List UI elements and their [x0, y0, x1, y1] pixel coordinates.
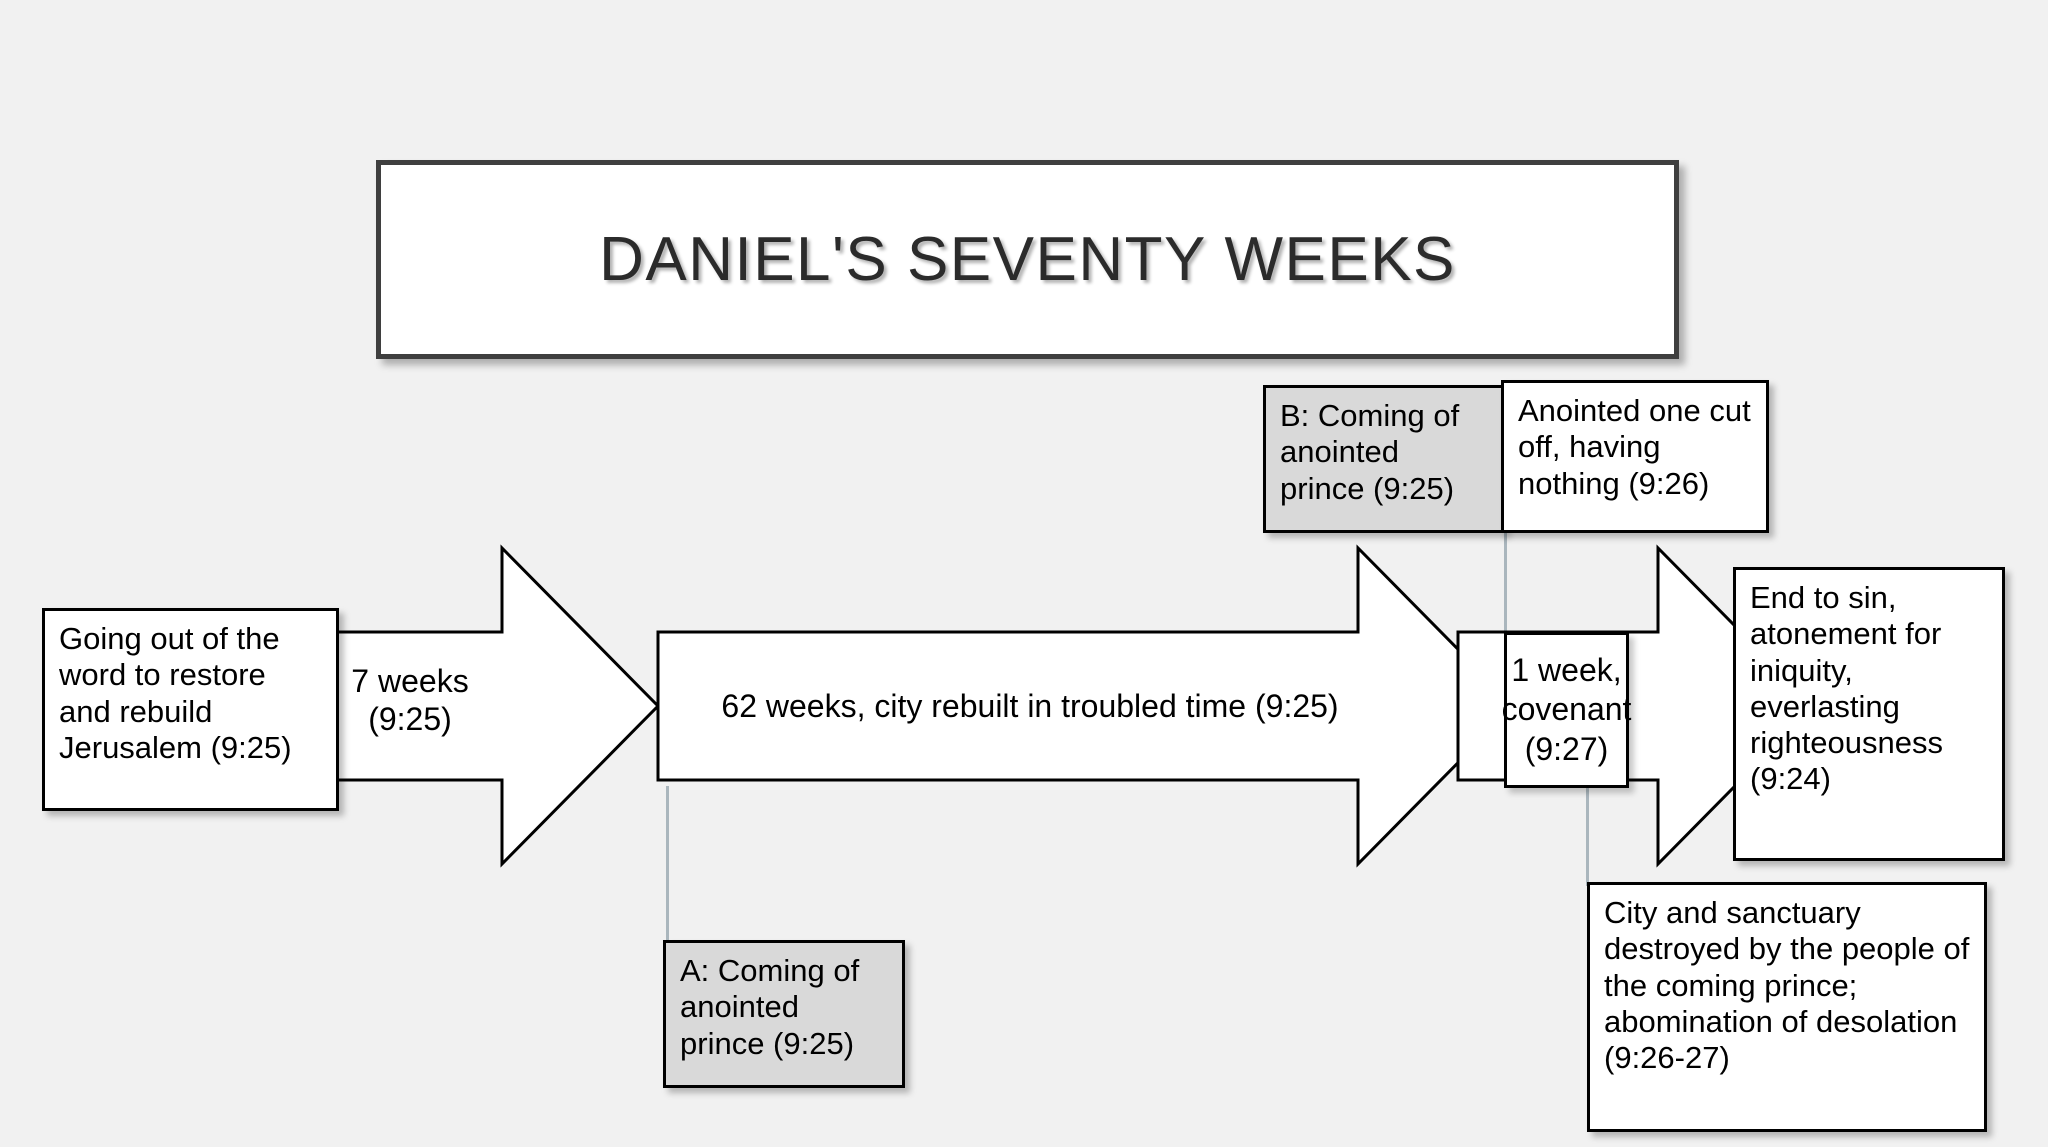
connector-line-a-event — [666, 786, 669, 946]
box-a-coming-of-anointed-prince-label: A: Coming of anointed prince (9:25) — [680, 953, 860, 1061]
week-box-line3: (9:27) — [1524, 730, 1609, 767]
box-anointed-one-cut-off-label: Anointed one cut off, having nothing (9:… — [1518, 393, 1751, 501]
box-a-coming-of-anointed-prince: A: Coming of anointed prince (9:25) — [663, 940, 905, 1088]
connector-line-city-destroyed — [1586, 786, 1589, 886]
box-b-coming-of-anointed-prince: B: Coming of anointed prince (9:25) — [1263, 385, 1505, 533]
week-box-final-week: 1 week, covenant (9:27) — [1501, 632, 1632, 788]
week-box-line2: covenant — [1501, 691, 1632, 728]
box-b-coming-of-anointed-prince-label: B: Coming of anointed prince (9:25) — [1280, 398, 1460, 506]
box-city-and-sanctuary-destroyed: City and sanctuary destroyed by the peop… — [1587, 882, 1987, 1132]
box-start-decree: Going out of the word to restore and reb… — [42, 608, 339, 811]
week-box-line1: 1 week, — [1511, 652, 1622, 689]
title-banner: DANIEL'S SEVENTY WEEKS — [376, 160, 1679, 359]
box-start-decree-label: Going out of the word to restore and reb… — [59, 621, 292, 765]
page-title: DANIEL'S SEVENTY WEEKS — [599, 225, 1456, 294]
box-anointed-one-cut-off: Anointed one cut off, having nothing (9:… — [1501, 380, 1769, 533]
box-end-to-sin-label: End to sin, atonement for iniquity, ever… — [1750, 580, 1944, 797]
box-city-and-sanctuary-destroyed-label: City and sanctuary destroyed by the peop… — [1604, 895, 1970, 1076]
arrow-sixty-two-weeks — [656, 544, 1517, 868]
box-end-to-sin: End to sin, atonement for iniquity, ever… — [1733, 567, 2005, 861]
connector-line-b-event — [1504, 530, 1507, 640]
arrow-sixty-two-weeks-shape — [656, 544, 1517, 868]
